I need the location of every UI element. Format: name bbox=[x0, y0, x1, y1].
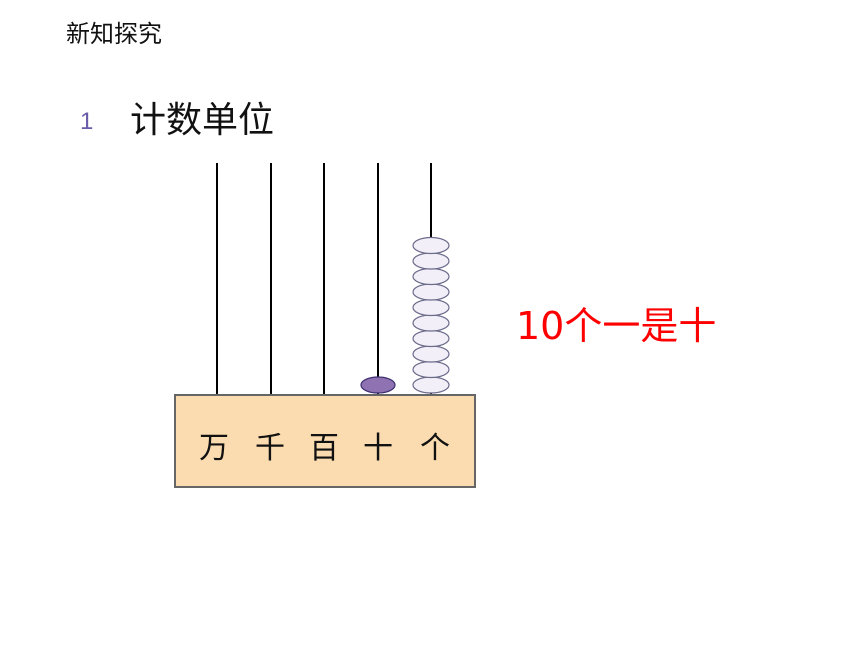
bead-ones bbox=[412, 314, 450, 332]
caption-ten-ones: 10个一是十 bbox=[516, 304, 717, 348]
bead-ones bbox=[412, 252, 450, 270]
bead-ones bbox=[412, 360, 450, 379]
label-bai: 百 bbox=[309, 431, 339, 466]
bead-ones bbox=[412, 267, 450, 286]
bead-ones bbox=[412, 329, 450, 348]
item-number: 1 bbox=[80, 108, 94, 135]
item-heading: 计数单位 bbox=[130, 100, 275, 141]
abacus-base bbox=[174, 394, 476, 488]
label-ge: 个 bbox=[420, 431, 450, 466]
bead-ones bbox=[412, 376, 450, 394]
label-shi: 十 bbox=[363, 431, 393, 466]
label-qian: 千 bbox=[255, 431, 285, 466]
bead-ones bbox=[412, 345, 450, 363]
bead-ones bbox=[412, 236, 450, 255]
bead-tens bbox=[360, 376, 396, 394]
label-wan: 万 bbox=[199, 431, 229, 466]
section-title: 新知探究 bbox=[66, 20, 162, 48]
abacus-beads bbox=[360, 236, 450, 394]
abacus-rods bbox=[216, 163, 432, 395]
place-labels: 万千百十个 bbox=[199, 431, 450, 466]
bead-ones bbox=[412, 298, 450, 317]
bead-ones bbox=[412, 283, 450, 301]
